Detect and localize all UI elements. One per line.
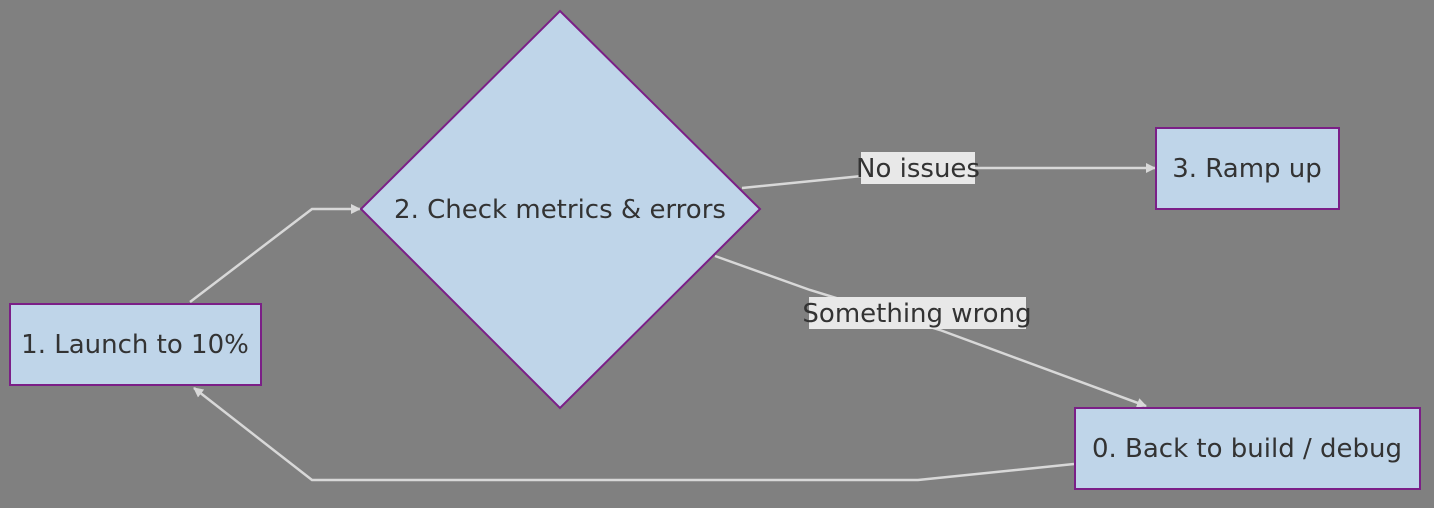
node-ramp[interactable]: 3. Ramp up [1155, 127, 1340, 210]
node-check-label: 2. Check metrics & errors [394, 195, 726, 225]
node-debug-label: 0. Back to build / debug [1092, 434, 1402, 464]
node-launch[interactable]: 1. Launch to 10% [9, 303, 262, 386]
edge-label-something-wrong-text: Something wrong [802, 299, 1031, 329]
edge-label-something-wrong: Something wrong [802, 297, 1032, 329]
edge-label-no-issues-text: No issues [856, 154, 980, 184]
node-debug[interactable]: 0. Back to build / debug [1074, 407, 1421, 490]
edge-check-to-debug [714, 254, 1147, 408]
edge-debug-to-launch [193, 387, 1075, 482]
node-launch-label: 1. Launch to 10% [21, 330, 249, 360]
node-ramp-label: 3. Ramp up [1172, 154, 1322, 184]
edge-launch-to-check [189, 204, 361, 303]
node-check-decision[interactable]: 2. Check metrics & errors [359, 9, 762, 410]
edge-label-no-issues: No issues [856, 152, 980, 184]
